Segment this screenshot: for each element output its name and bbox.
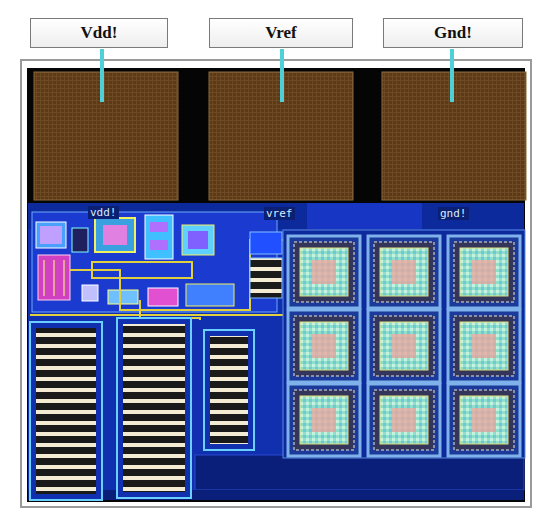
pin-name-box: Vref <box>209 18 353 48</box>
pin-name-box: Vdd! <box>30 18 168 48</box>
pin-name-box: Gnd! <box>383 18 523 48</box>
net-label: vdd! <box>88 206 119 219</box>
circuit-cells <box>30 212 290 320</box>
pin-name: Gnd! <box>428 23 478 43</box>
net-label: gnd! <box>438 207 469 220</box>
net-label: vref <box>264 207 295 220</box>
pin-name: Vdd! <box>75 23 124 43</box>
pin-name: Vref <box>259 23 302 43</box>
